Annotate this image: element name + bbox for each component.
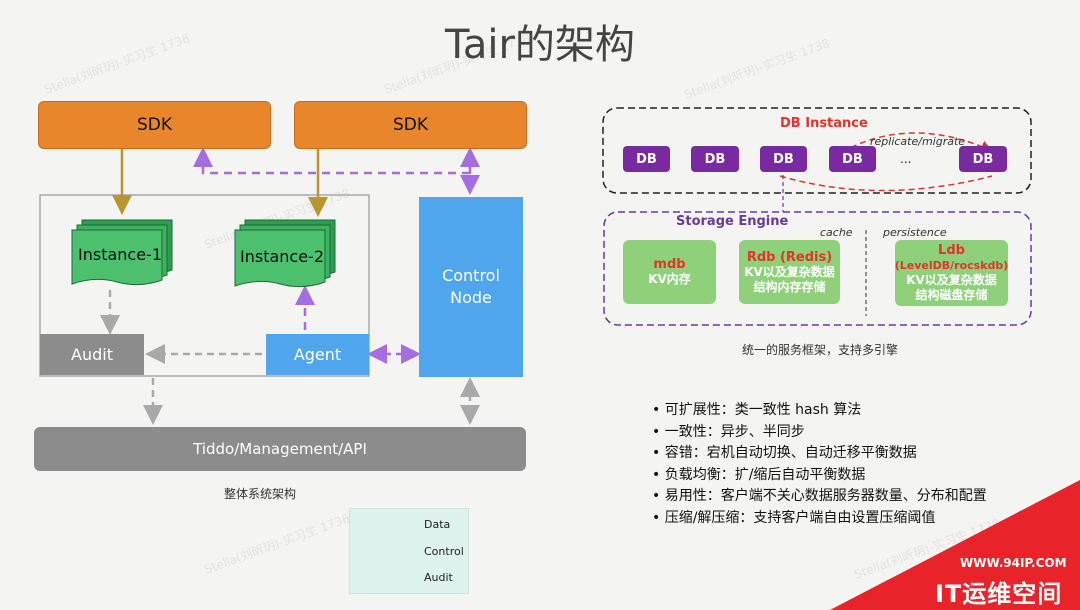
sdk-label: SDK — [392, 115, 429, 135]
legend-box — [349, 508, 469, 594]
feature-list: • 可扩展性：类一致性 hash 算法 • 一致性：异步、半同步 • 容错：宕机… — [652, 400, 987, 529]
engine-ldb: Ldb (LevelDB/rocskdb) KV以及复杂数据 结构磁盘存储 — [895, 240, 1008, 306]
badge-name: IT运维空间 — [935, 580, 1063, 608]
legend-data-label: Data — [424, 518, 451, 531]
list-item: • 易用性：客户端不关心数据服务器数量、分布和配置 — [652, 488, 987, 504]
mdb-title: mdb — [653, 257, 686, 272]
cache-label: cache — [820, 226, 853, 239]
control-node-label-2: Node — [450, 288, 492, 307]
ldb-subtitle: (LevelDB/rocskdb) — [894, 259, 1009, 272]
sdk-box-2: SDK — [294, 101, 527, 149]
management-api-bar: Tiddo/Management/API — [34, 427, 526, 471]
rdb-desc-2: 结构内存存储 — [753, 279, 826, 294]
ldb-title: Ldb — [938, 243, 965, 258]
legend-audit-label: Audit — [424, 571, 453, 584]
list-item: • 容错：宕机自动切换、自动迁移平衡数据 — [652, 445, 917, 461]
legend-control-label: Control — [424, 545, 464, 558]
management-api-label: Tiddo/Management/API — [193, 440, 367, 458]
sdk-label: SDK — [136, 115, 173, 135]
agent-label: Agent — [293, 345, 342, 364]
storage-engine-label: Storage Engine — [676, 214, 789, 229]
db-node-5: DB — [959, 146, 1007, 172]
page-title: Tair的架构 — [445, 22, 635, 68]
instance-2-label: Instance-2 — [240, 247, 325, 266]
list-item: • 压缩/解压缩：支持客户端自由设置压缩阈值 — [652, 509, 936, 526]
instance-1-label: Instance-1 — [78, 245, 163, 264]
sdk-box-1: SDK — [38, 101, 271, 149]
right-diagram-caption: 统一的服务框架，支持多引擎 — [741, 343, 898, 357]
db-node-4: DB — [829, 146, 876, 172]
db-node-3: DB — [760, 146, 807, 172]
audit-box: Audit — [40, 334, 144, 375]
control-node-label-1: Control — [442, 266, 500, 285]
left-diagram-caption: 整体系统架构 — [223, 487, 296, 501]
engine-rdb: Rdb (Redis) KV以及复杂数据 结构内存存储 — [739, 240, 840, 304]
list-item: • 一致性：异步、半同步 — [652, 423, 805, 440]
audit-label: Audit — [71, 345, 113, 364]
db-node-1: DB — [623, 146, 670, 172]
persistence-label: persistence — [883, 226, 947, 239]
badge-url: WWW.94IP.COM — [960, 556, 1067, 570]
instance-2-stack — [234, 219, 336, 288]
db-node-2: DB — [691, 146, 739, 172]
agent-box: Agent — [266, 334, 369, 375]
mdb-desc: KV内存 — [648, 272, 691, 286]
list-item: • 负载均衡：扩/缩后自动平衡数据 — [652, 466, 866, 483]
db-instance-label: DB Instance — [780, 116, 868, 131]
replicate-label: replicate/migrate — [870, 135, 966, 148]
engine-mdb: mdb KV内存 — [623, 240, 716, 304]
list-item: • 可扩展性：类一致性 hash 算法 — [652, 402, 862, 418]
db-ellipsis: ... — [900, 152, 912, 166]
rdb-desc-1: KV以及复杂数据 — [744, 264, 835, 279]
control-node-box: Control Node — [419, 197, 523, 377]
ldb-desc-2: 结构磁盘存储 — [915, 288, 988, 302]
instance-1-stack — [71, 219, 173, 286]
ldb-desc-1: KV以及复杂数据 — [906, 273, 997, 287]
rdb-title: Rdb (Redis) — [746, 249, 833, 265]
